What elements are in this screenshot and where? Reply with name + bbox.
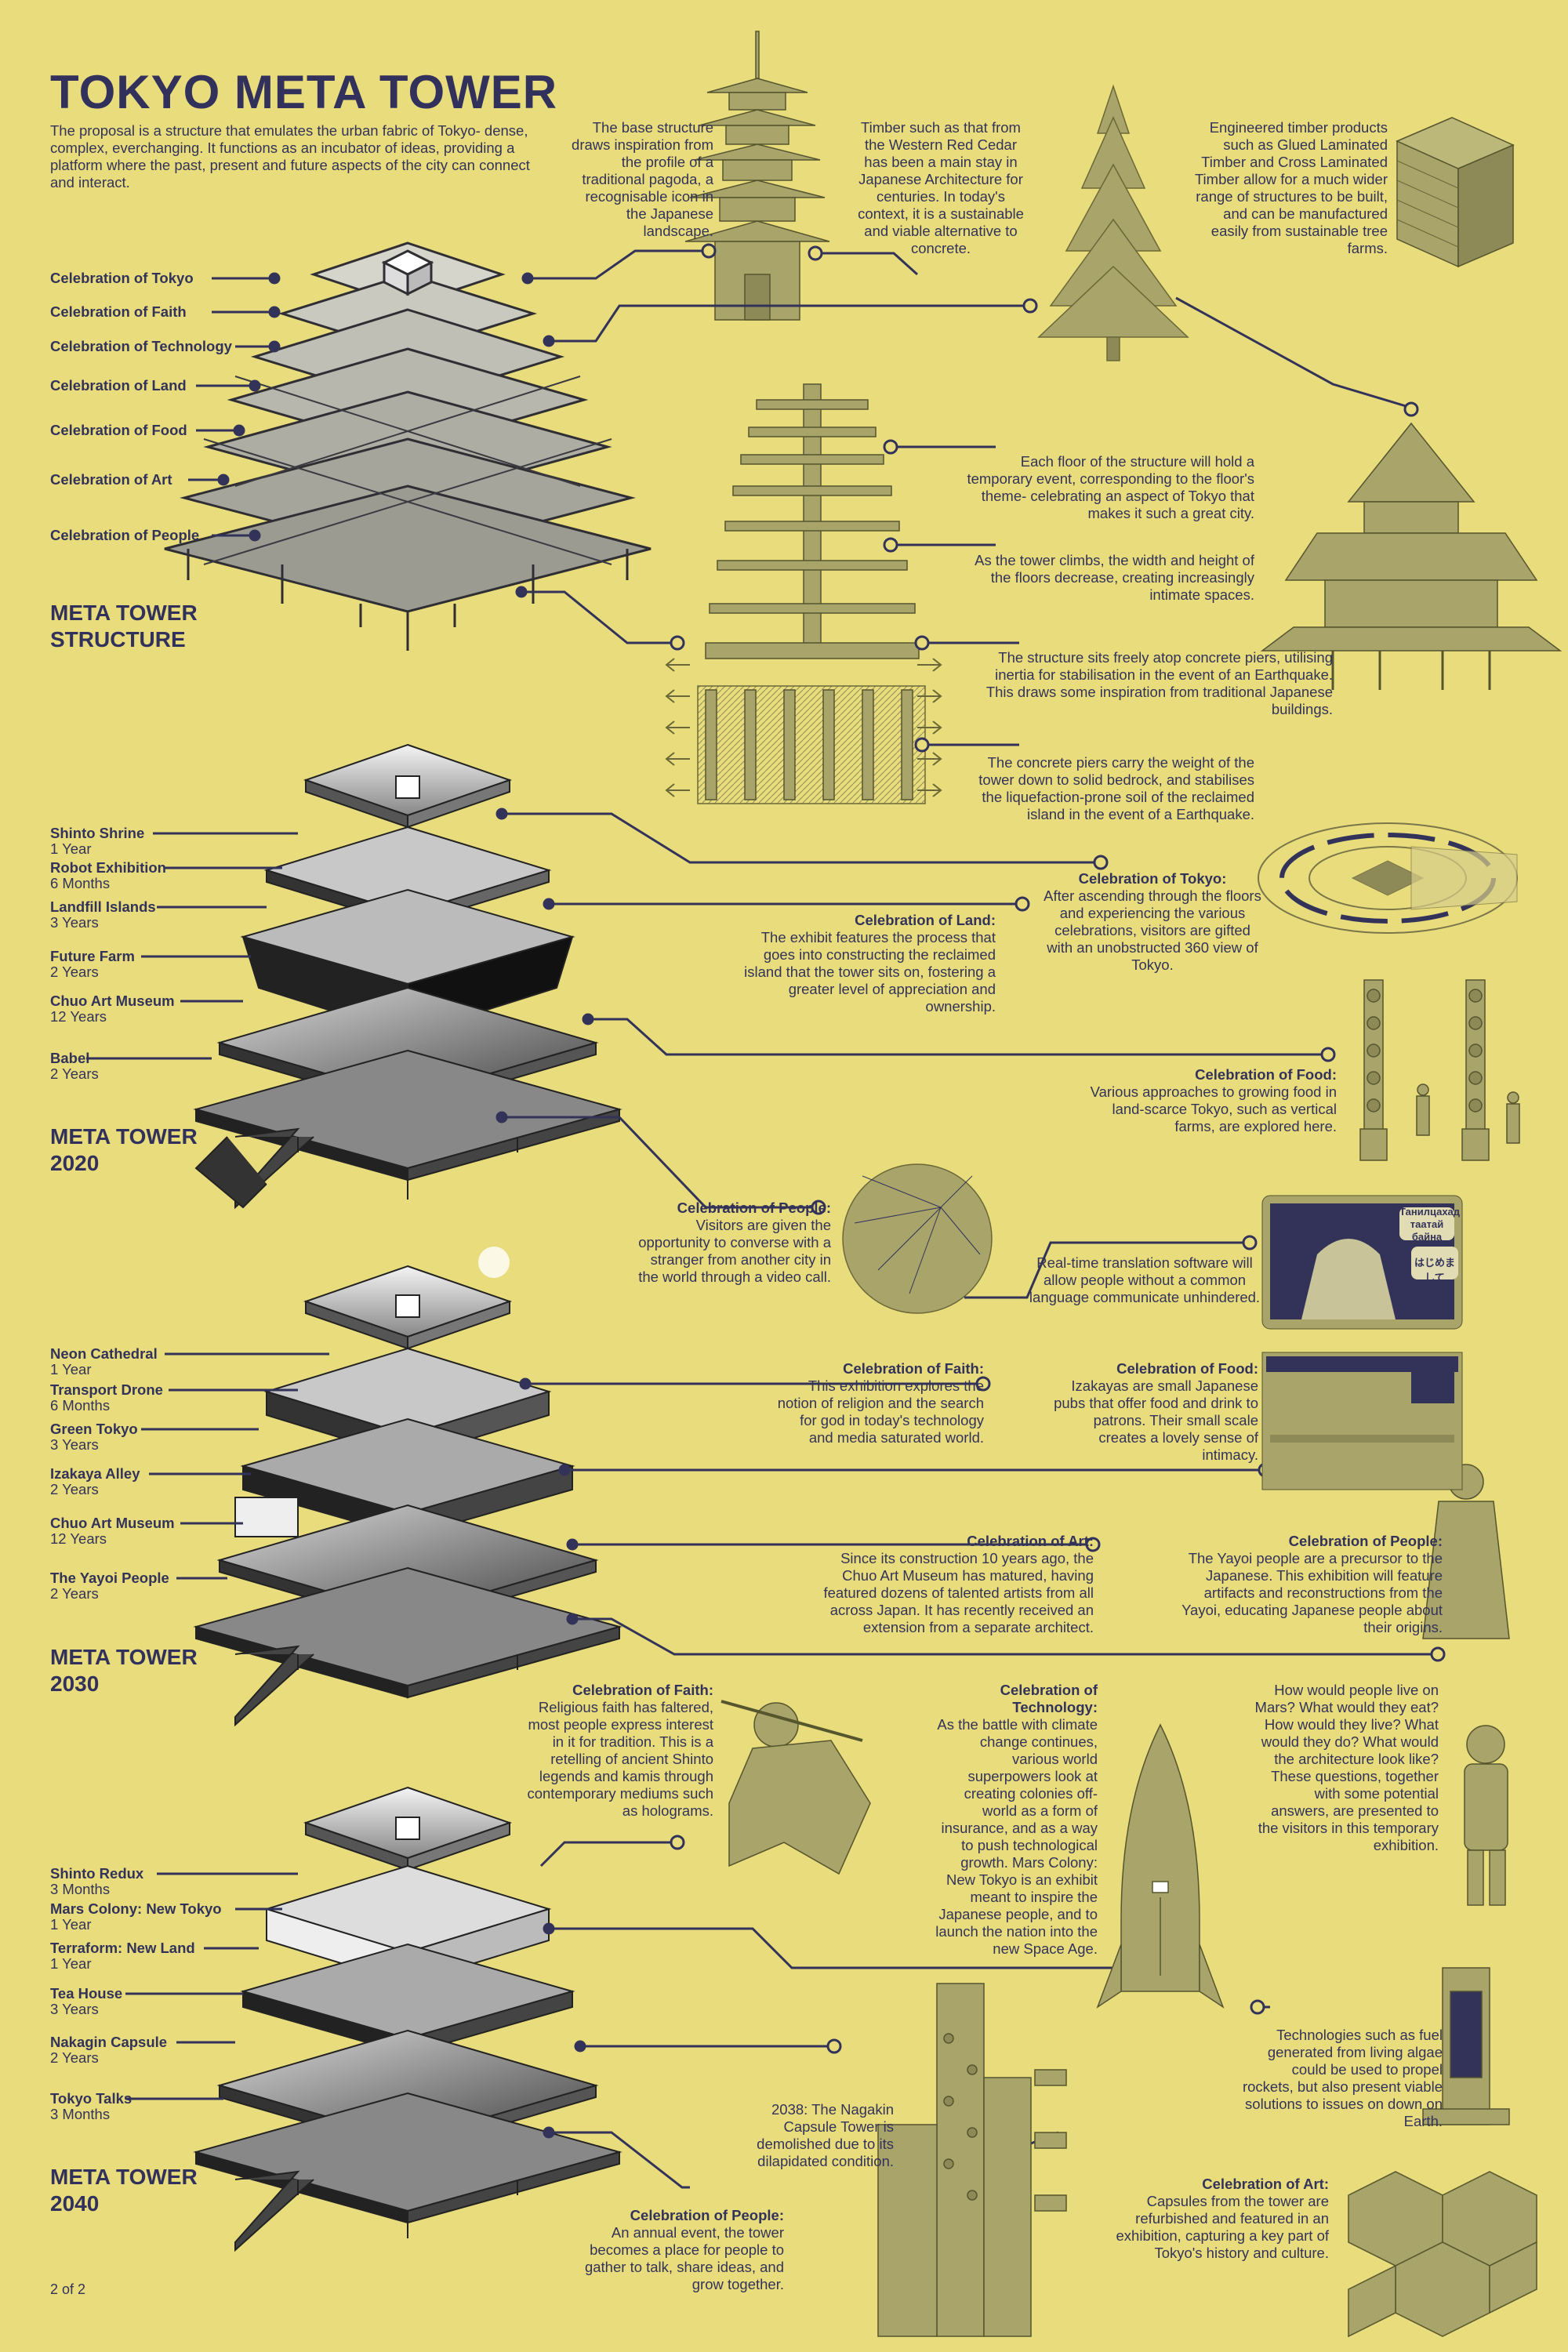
timber-block-drawing xyxy=(1396,117,1515,268)
note-algae: Technologies such as fuel generated from… xyxy=(1242,2027,1443,2129)
note-mars: How would people live on Mars? What woul… xyxy=(1254,1682,1439,1853)
note-land: Celebration of Land: The exhibit feature… xyxy=(744,912,996,1014)
video-call-drawing xyxy=(1261,1195,1463,1330)
note-cedar: Timber such as that from the Western Red… xyxy=(858,119,1024,256)
structure-tower-drawing xyxy=(164,241,652,651)
note-food-2020: Celebration of Food: Various approaches … xyxy=(1090,1066,1337,1134)
izakaya-drawing xyxy=(1261,1352,1463,1490)
traditional-building-drawing xyxy=(1260,422,1563,690)
nakagin-tower-drawing xyxy=(877,1983,1067,2337)
note-climb: As the tower climbs, the width and heigh… xyxy=(975,552,1254,603)
structure-label: Celebration of People xyxy=(50,527,200,543)
structure-label: Celebration of Technology xyxy=(50,338,232,354)
note-floors: Each floor of the structure will hold a … xyxy=(967,453,1254,521)
note-technology-2040: Celebration of Technology: As the battle… xyxy=(935,1682,1098,1957)
note-piers: The structure sits freely atop concrete … xyxy=(985,649,1333,717)
note-food-2030: Celebration of Food: Izakayas are small … xyxy=(1054,1360,1258,1463)
globe-drawing xyxy=(842,1163,993,1314)
structure-label: Celebration of Tokyo xyxy=(50,270,194,286)
structure-label: Celebration of Faith xyxy=(50,303,187,320)
leader-lines xyxy=(188,243,1419,753)
page-number: 2 of 2 xyxy=(50,2281,86,2297)
section-heading-2040: META TOWER 2040 xyxy=(50,2165,198,2216)
view-diagram-drawing xyxy=(1258,822,1518,934)
note-nagakin: 2038: The Nagakin Capsule Tower is demol… xyxy=(757,2101,894,2169)
tower-2030-drawing xyxy=(193,1247,622,1727)
note-faith-2030: Celebration of Faith: This exhibition ex… xyxy=(777,1360,984,1446)
rocket-drawing xyxy=(1096,1723,1225,2009)
note-bedrock: The concrete piers carry the weight of t… xyxy=(978,754,1254,822)
intro-text: The proposal is a structure that emulate… xyxy=(50,122,530,191)
note-faith-2040: Celebration of Faith: Religious faith ha… xyxy=(527,1682,713,1819)
tower-2040-drawing xyxy=(193,1786,622,2252)
note-pagoda: The base structure draws inspiration fro… xyxy=(572,119,713,239)
speech-bubble-2: はじめまして xyxy=(1414,1257,1455,1283)
vertical-farm-drawing xyxy=(1359,979,1520,1161)
algae-reactor-drawing xyxy=(1422,1967,1510,2125)
note-art-2040: Celebration of Art: Capsules from the to… xyxy=(1116,2176,1330,2261)
note-art-2030: Celebration of Art: Since its constructi… xyxy=(823,1533,1094,1635)
section-heading-2020: META TOWER 2020 xyxy=(50,1124,198,1175)
leader-lines-2040 xyxy=(125,1835,1270,2189)
note-tokyo: Celebration of Tokyo: After ascending th… xyxy=(1044,870,1261,973)
structure-label: Celebration of Land xyxy=(50,377,187,394)
astronaut-drawing xyxy=(1464,1725,1508,1906)
leader-lines-2030 xyxy=(141,1352,1446,1662)
note-people-2020: Celebration of People: Visitors are give… xyxy=(638,1200,831,1285)
structure-label: Celebration of Food xyxy=(50,422,187,438)
note-people-2040: Celebration of People: An annual event, … xyxy=(584,2207,784,2292)
structure-section-drawing xyxy=(665,383,942,804)
cedar-tree-drawing xyxy=(1037,84,1189,361)
kami-figure-drawing xyxy=(720,1700,871,1875)
note-translate: Real-time translation software will allo… xyxy=(1029,1254,1261,1305)
tower-2020-drawing xyxy=(193,743,622,1210)
page-title: TOKYO META TOWER xyxy=(50,66,558,118)
structure-label: Celebration of Art xyxy=(50,471,172,488)
capsule-stack-drawing xyxy=(1348,2171,1537,2338)
leader-lines-2020 xyxy=(86,808,1336,1299)
speech-bubble-1: Танилцахад таатай байна xyxy=(1399,1206,1461,1243)
note-people-2030: Celebration of People: The Yayoi people … xyxy=(1181,1533,1443,1635)
section-heading-structure: META TOWER STRUCTURE xyxy=(50,601,198,652)
note-timber: Engineered timber products such as Glued… xyxy=(1194,119,1388,256)
section-heading-2030: META TOWER 2030 xyxy=(50,1645,198,1696)
